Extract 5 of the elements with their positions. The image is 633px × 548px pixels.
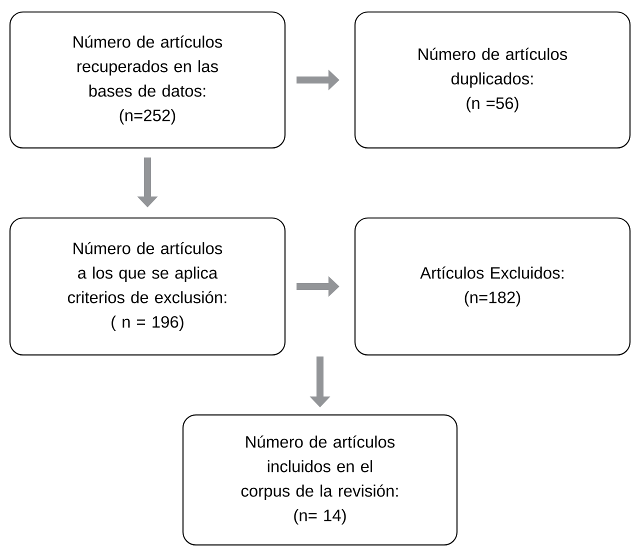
process-box: Número de artículos recuperados en las bases de datos: (n=252) [9, 11, 286, 149]
process-box: Número de artículos incluidos en el corpus de la revisión: (n= 14) [182, 414, 458, 546]
process-box: Artículos Excluidos: (n=182) [354, 217, 631, 356]
process-box: Número de artículos a los que se aplica criterios de exclusión: ( n = 196) [9, 217, 286, 356]
process-box: Número de artículos duplicados: (n =56) [354, 11, 631, 149]
